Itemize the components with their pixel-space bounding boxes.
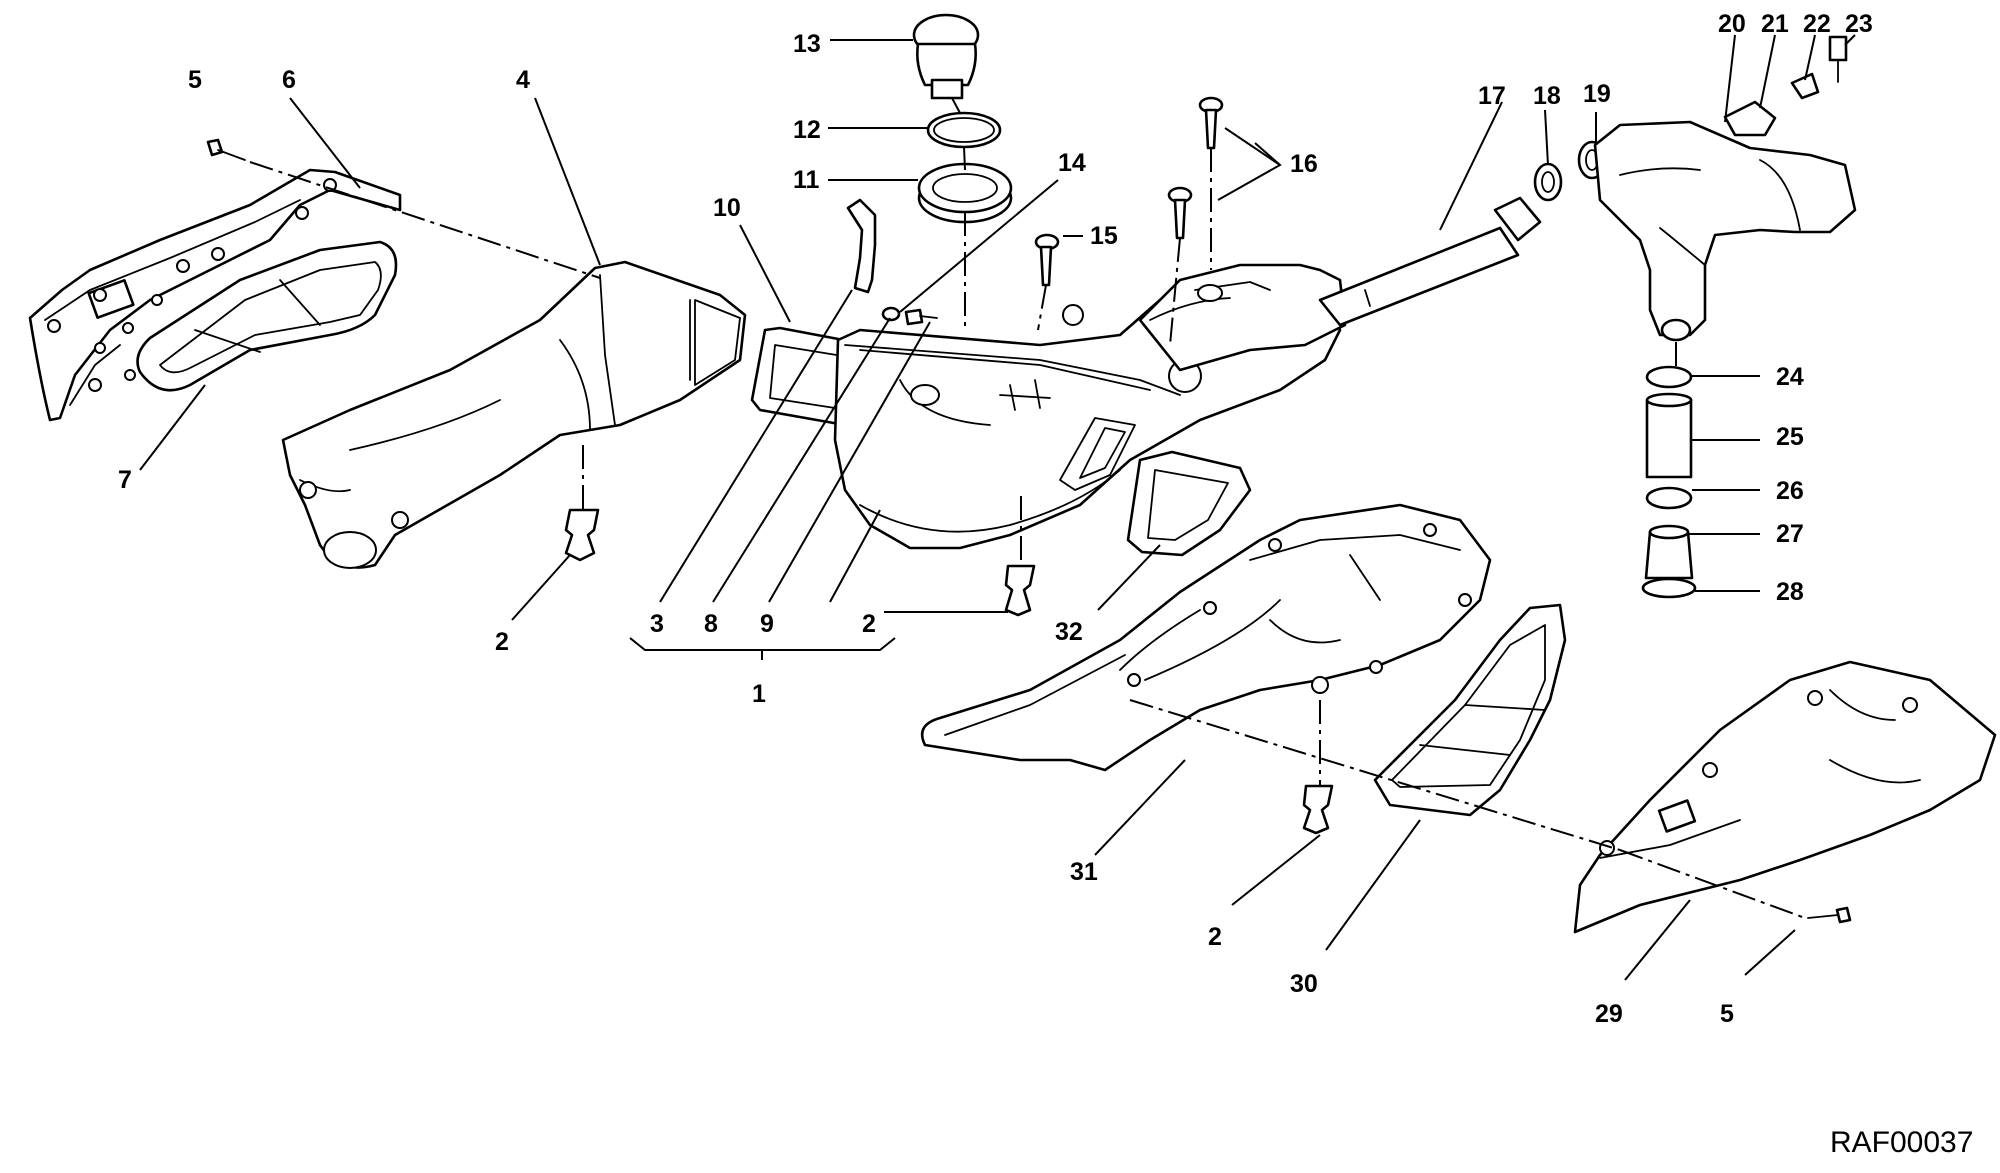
part-15-screw [1034, 233, 1060, 287]
callout-21: 21 [1761, 10, 1789, 38]
callout-15: 15 [1090, 222, 1118, 250]
part-13-cap [912, 13, 980, 100]
part-6-bracket [28, 168, 402, 422]
part-21-clip [1723, 100, 1777, 137]
callout-22: 22 [1803, 10, 1831, 38]
part-20-breather-container [1593, 120, 1857, 342]
callout-32: 32 [1055, 618, 1083, 646]
callout-28: 28 [1776, 578, 1804, 606]
part-3-bracket [846, 198, 877, 294]
part-5-screw [206, 138, 1852, 924]
callout-20: 20 [1718, 10, 1746, 38]
callout-10: 10 [713, 194, 741, 222]
part-18-ring [1533, 162, 1563, 202]
callout-9: 9 [760, 610, 774, 638]
part-25-hose [1645, 392, 1693, 479]
callout-13: 13 [793, 30, 821, 58]
part-31-lower-shroud [920, 503, 1492, 772]
callout-4: 4 [516, 66, 530, 94]
callout-12: 12 [793, 116, 821, 144]
leader-lines [139, 34, 1856, 981]
callout-30: 30 [1290, 970, 1318, 998]
callout-19: 19 [1583, 80, 1611, 108]
part-7-filter-frame [136, 240, 398, 392]
callout-1: 1 [752, 680, 766, 708]
callout-16: 16 [1290, 150, 1318, 178]
callout-14: 14 [1058, 149, 1086, 177]
part-26-clamp [1645, 486, 1693, 510]
callout-31: 31 [1070, 858, 1098, 886]
callout-11: 11 [793, 166, 820, 194]
callout-8: 8 [704, 610, 718, 638]
part-2-grommet [564, 508, 1334, 835]
callout-29: 29 [1595, 1000, 1623, 1028]
part-8-nut [881, 306, 901, 322]
part-9-screw [904, 308, 938, 326]
callout-27: 27 [1776, 520, 1804, 548]
part-30-lower-filter-frame [1373, 603, 1567, 817]
part-24-clamp [1645, 365, 1693, 389]
part-14-upper-shell [1138, 263, 1347, 372]
part-28-washer [1641, 577, 1697, 599]
part-16-screws [1167, 96, 1224, 240]
part-17-tube [1318, 196, 1542, 327]
callout-2-left: 2 [495, 628, 509, 656]
part-29-right-cover [1573, 660, 1997, 934]
callout-7: 7 [118, 466, 132, 494]
drawing-reference-code: RAF00037 [1830, 1126, 1973, 1159]
assembly-axes [249, 97, 1806, 919]
callout-24: 24 [1776, 363, 1804, 391]
callout-25: 25 [1776, 423, 1804, 451]
callout-labels: 13 12 11 14 15 16 17 18 19 20 21 22 23 2… [118, 10, 1873, 1028]
part-11-ring [917, 162, 1013, 224]
callout-6: 6 [282, 66, 296, 94]
part-4-left-duct [281, 260, 747, 569]
callout-26: 26 [1776, 477, 1804, 505]
part-32-inlet-frame [1126, 450, 1252, 557]
callout-23: 23 [1845, 10, 1873, 38]
callout-18: 18 [1533, 82, 1561, 110]
part-23-bolt [1828, 35, 1848, 83]
callout-2-center: 2 [862, 610, 876, 638]
callout-2-bottom: 2 [1208, 923, 1222, 951]
callout-17: 17 [1478, 82, 1506, 110]
callout-5-bottom: 5 [1720, 1000, 1734, 1028]
part-12-o-ring [926, 111, 1002, 149]
callout-5-top: 5 [188, 66, 202, 94]
part-27-valve [1644, 524, 1694, 580]
callout-3: 3 [650, 610, 664, 638]
